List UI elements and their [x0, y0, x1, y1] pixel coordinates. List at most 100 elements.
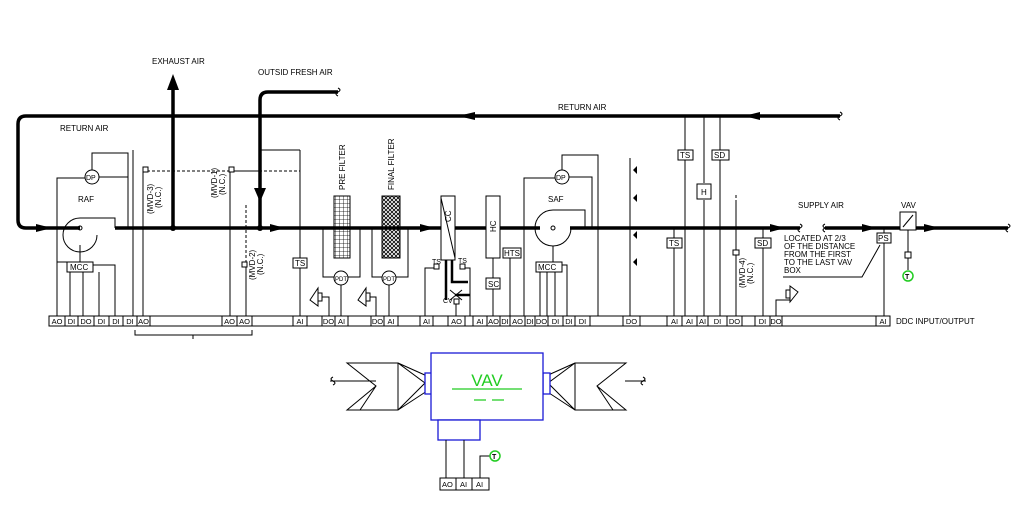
horn-icon [357, 286, 377, 316]
arrow-icon [862, 224, 877, 232]
svg-text:CV: CV [443, 298, 453, 305]
ddc-point-label: AO [488, 317, 499, 326]
arrow-icon [924, 224, 940, 232]
svg-text:(MVD-2): (MVD-2) [248, 249, 257, 280]
ddc-point-label: DO [729, 317, 740, 326]
coils: CC HC HTS SC TS TS CV [424, 195, 522, 316]
arrow-icon [744, 112, 760, 120]
ddc-point-label: DO [770, 317, 781, 326]
ddc-point-label: DI [68, 317, 76, 326]
svg-text:HC: HC [489, 220, 498, 232]
svg-text:(N.C.): (N.C.) [154, 186, 163, 208]
ddc-point-label: AI [699, 317, 706, 326]
return-air-label-left: RETURN AIR [60, 124, 109, 133]
svg-text:AI: AI [476, 480, 483, 489]
damper-icon [241, 261, 248, 268]
horn-icon [633, 166, 637, 266]
supply-sensors: TS TS SD H SD (MVD-4) (N.C.) PS VAV T [666, 116, 917, 316]
svg-text:SAF: SAF [548, 195, 564, 204]
arrow-icon [254, 188, 266, 202]
arrow-icon [270, 224, 285, 232]
svg-text:VAV: VAV [471, 371, 503, 390]
svg-text:VAV: VAV [901, 201, 916, 210]
ddc-point-label: DI [501, 317, 509, 326]
ddc-point-label: AI [671, 317, 678, 326]
svg-text:TS: TS [680, 151, 690, 160]
ddc-point-label: AI [338, 317, 345, 326]
svg-text:AO: AO [442, 480, 453, 489]
ddc-point-label: AI [476, 317, 483, 326]
svg-text:CC: CC [444, 210, 453, 222]
svg-text:TS: TS [458, 258, 467, 265]
fan-icon [62, 217, 116, 253]
ddc-point-label: DO [536, 317, 547, 326]
svg-text:SD: SD [757, 239, 768, 248]
ddc-point-label: DI [759, 317, 767, 326]
horn-icon [309, 286, 330, 316]
supply-air-label: SUPPLY AIR [798, 201, 844, 210]
ddc-point-label: AO [239, 317, 250, 326]
exhaust-air-label: EXHAUST AIR [152, 57, 205, 66]
filter-icon [381, 195, 401, 259]
svg-text:PRE FILTER: PRE FILTER [338, 144, 347, 190]
ddc-point-label: AI [879, 317, 886, 326]
svg-text:H: H [701, 188, 707, 197]
ddc-point-label: DI [526, 317, 534, 326]
svg-text:BOX: BOX [784, 266, 802, 275]
ddc-point-label: AI [686, 317, 693, 326]
ddc-point-cell [292, 315, 308, 327]
supply-air-fan: SAF DP MCC [523, 154, 637, 316]
ddc-point-cell [622, 315, 641, 327]
ddc-point-label: DO [626, 317, 637, 326]
ddc-label: DDC INPUT/OUTPUT [896, 317, 975, 326]
differential-pressure-sensor [84, 169, 100, 185]
arrow-icon [167, 74, 179, 90]
ddc-point-label: AI [423, 317, 430, 326]
flow-arrows [36, 74, 940, 232]
ddc-point-label: AI [296, 317, 303, 326]
svg-text:TS: TS [669, 239, 679, 248]
fan-icon [534, 209, 586, 247]
ddc-point-cell [574, 315, 591, 327]
ddc-point-cell [236, 315, 253, 327]
filter-icon [333, 195, 351, 259]
ddc-point-label: DI [579, 317, 587, 326]
ddc-point-cell [383, 315, 399, 327]
valve-icon [449, 289, 463, 301]
ddc-point-label: DO [323, 317, 334, 326]
ddc-point-label: DO [372, 317, 383, 326]
svg-text:MCC: MCC [538, 263, 556, 272]
arrow-icon [420, 224, 435, 232]
ductwork [16, 80, 1011, 233]
thermostat-icon [489, 450, 501, 462]
svg-text:PDT: PDT [335, 277, 347, 283]
svg-text:(N.C.): (N.C.) [746, 262, 755, 284]
damper-icon [228, 166, 235, 173]
svg-text:PS: PS [878, 234, 889, 243]
svg-text:RAF: RAF [78, 195, 94, 204]
ddc-point-label: AO [224, 317, 235, 326]
svg-text:FROM THE FIRST: FROM THE FIRST [784, 250, 851, 259]
svg-text:SC: SC [488, 280, 499, 289]
ddc-point-cell [875, 315, 891, 327]
svg-text:(N.C.): (N.C.) [218, 173, 227, 195]
outside-fresh-air-label: OUTSID FRESH AIR [258, 68, 333, 77]
ddc-point-label: AI [387, 317, 394, 326]
arrow-icon [36, 224, 52, 232]
dampers: (MVD-3) (N.C.) (MVD-1) (N.C.) (MVD-2) (N… [132, 149, 301, 316]
svg-text:SD: SD [714, 151, 725, 160]
ddc-point-cell [769, 315, 783, 327]
horn-icon [785, 285, 799, 304]
ddc-point-label: AO [52, 317, 63, 326]
svg-text:(MVD-4): (MVD-4) [738, 257, 747, 288]
return-air-label: RETURN AIR [558, 103, 607, 112]
arrow-icon [770, 224, 785, 232]
svg-text:TS: TS [295, 259, 305, 268]
ddc-point-cell [419, 315, 434, 327]
svg-text:PDT: PDT [383, 277, 395, 283]
svg-text:LOCATED AT 2/3: LOCATED AT 2/3 [784, 234, 846, 243]
ddc-point-label: AO [451, 317, 462, 326]
svg-text:AI: AI [460, 480, 467, 489]
